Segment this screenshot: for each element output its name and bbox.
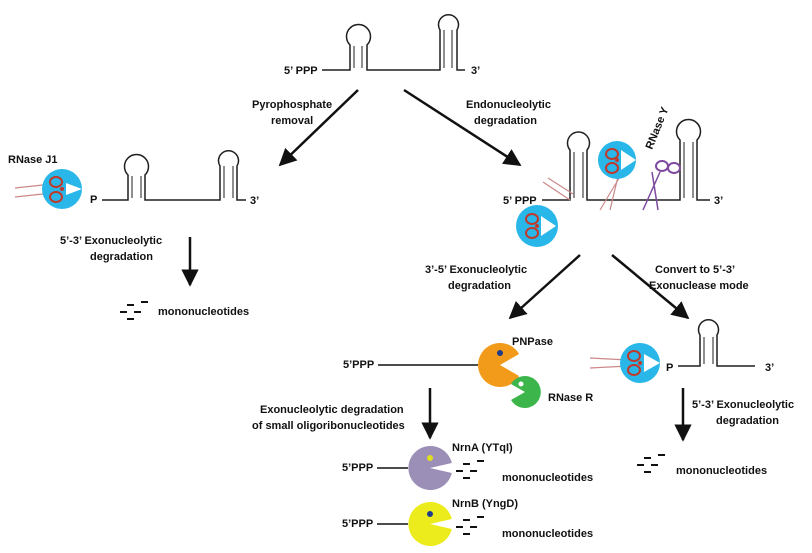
- left-p-label: P: [90, 194, 97, 206]
- br-rna: [678, 319, 755, 367]
- exo35-label-2: degradation: [448, 280, 511, 292]
- pnpase-five-prime-label: 5’PPP: [343, 359, 374, 371]
- nrna-pacman-icon: [408, 446, 452, 490]
- nrnb-product-label: mononucleotides: [502, 528, 593, 540]
- left-three-prime-label: 3’: [250, 195, 259, 207]
- pnpase-pacman-icon: [478, 343, 520, 388]
- rnase-y-label: RNase Y: [644, 105, 672, 151]
- nrna-five-prime-label: 5’PPP: [342, 462, 373, 474]
- nrnb-mononucleotide-dashes-icon: [456, 516, 484, 535]
- top-rna: [322, 14, 465, 71]
- arrow-exo35: [508, 254, 581, 320]
- rnase-r-label: RNase R: [548, 392, 593, 404]
- rnase-r-pacman-icon: [511, 376, 541, 408]
- nrnb-five-prime-label: 5’PPP: [342, 518, 373, 530]
- arrow-pyrophosphate: [278, 89, 359, 167]
- rnase-j1-enzyme-icon: [14, 169, 82, 209]
- right-five-prime-label: 5’ PPP: [503, 195, 537, 207]
- top-three-prime-label: 3’: [471, 65, 480, 77]
- rnase-j1-label: RNase J1: [8, 154, 58, 166]
- endonuclease-enzyme-icon: [598, 141, 636, 211]
- br-p-label: P: [666, 362, 673, 374]
- rnase-y-scissors-icon: [642, 160, 681, 211]
- br-three-prime-label: 3’: [765, 362, 774, 374]
- br-exo-label-1: 5’-3’ Exonucleolytic: [692, 399, 794, 411]
- br-mononucleotide-dashes-icon: [637, 454, 665, 473]
- arrow-convert: [611, 254, 690, 320]
- left-rna: [102, 150, 246, 201]
- small-oligo-label-1: Exonucleolytic degradation: [260, 404, 404, 416]
- endonucleolytic-label-1: Endonucleolytic: [466, 99, 551, 111]
- br-exo-label-2: degradation: [716, 415, 779, 427]
- left-product-label: mononucleotides: [158, 306, 249, 318]
- right-three-prime-label: 3’: [714, 195, 723, 207]
- left-exo-label-1: 5’-3’ Exonucleolytic: [60, 235, 162, 247]
- br-enzyme-icon: [589, 343, 660, 383]
- convert-label-1: Convert to 5’-3’: [655, 264, 735, 276]
- nrnb-label: NrnB (YngD): [452, 498, 518, 510]
- exo35-enzyme-icon: [516, 177, 574, 247]
- arrow-endonucleolytic: [403, 88, 522, 167]
- nrna-mononucleotide-dashes-icon: [456, 460, 484, 479]
- pyrophosphate-label-1: Pyrophosphate: [252, 99, 332, 111]
- left-mononucleotide-dashes-icon: [120, 301, 148, 320]
- br-product-label: mononucleotides: [676, 465, 767, 477]
- left-exo-label-2: degradation: [90, 251, 153, 263]
- nrna-product-label: mononucleotides: [502, 472, 593, 484]
- convert-label-2: Exonuclease mode: [649, 280, 749, 292]
- endonucleolytic-label-2: degradation: [474, 115, 537, 127]
- pyrophosphate-label-2: removal: [271, 115, 313, 127]
- nrnb-pacman-icon: [408, 502, 452, 547]
- top-five-prime-label: 5’ PPP: [284, 65, 318, 77]
- pnpase-label: PNPase: [512, 336, 553, 348]
- exo35-label-1: 3’-5’ Exonucleolytic: [425, 264, 527, 276]
- small-oligo-label-2: of small oligoribonucleotides: [252, 420, 405, 432]
- nrna-label: NrnA (YTqI): [452, 442, 513, 454]
